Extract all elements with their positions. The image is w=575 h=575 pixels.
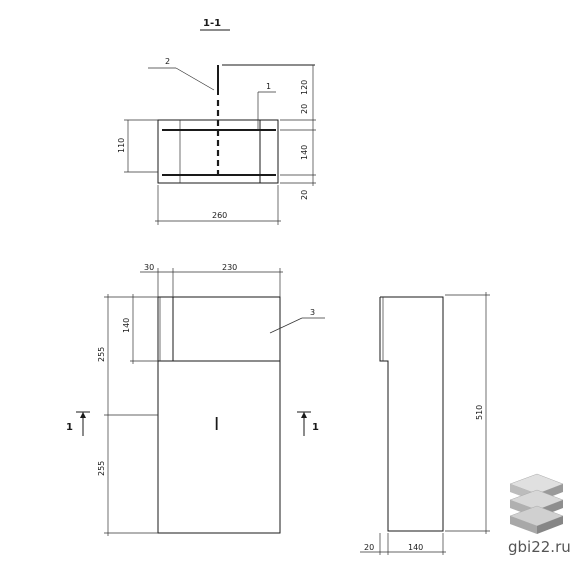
leader-2 — [175, 67, 215, 91]
dim-20-side: 20 — [364, 543, 374, 552]
front-view: 30 230 140 255 255 3 I 1 1 — [66, 263, 325, 536]
watermark-text: gbi22.ru — [508, 538, 571, 556]
callout-1: 1 — [266, 82, 271, 91]
dim-510: 510 — [475, 405, 484, 420]
callout-3: 3 — [310, 308, 315, 317]
dim-140-side: 140 — [408, 543, 423, 552]
dim-140: 140 — [300, 145, 309, 160]
dim-20-top: 20 — [300, 104, 309, 114]
dim-255-top: 255 — [97, 347, 106, 362]
cut-arrow-left — [80, 412, 86, 418]
cut-label-left: 1 — [66, 422, 73, 433]
side-view: 510 20 140 — [360, 292, 490, 555]
watermark: gbi22.ru — [508, 473, 571, 556]
dim-230: 230 — [222, 263, 237, 272]
watermark-logo-icon — [509, 473, 564, 534]
side-outline — [379, 296, 444, 532]
dim-255-bottom: 255 — [97, 461, 106, 476]
section-title: 1-1 — [203, 18, 221, 29]
dim-110: 110 — [117, 138, 126, 153]
front-recess — [157, 296, 281, 362]
dim-260: 260 — [212, 211, 227, 220]
leader-3 — [269, 317, 303, 334]
dim-120: 120 — [300, 80, 309, 95]
center-mark: I — [214, 414, 219, 435]
dim-140-front: 140 — [122, 318, 131, 333]
callout-2: 2 — [165, 57, 170, 66]
cut-arrow-right — [301, 412, 307, 418]
cut-label-right: 1 — [312, 422, 319, 433]
section-view: 1-1 2 1 120 20 140 20 110 — [117, 18, 316, 225]
dim-30: 30 — [144, 263, 154, 272]
dim-20-bottom: 20 — [300, 190, 309, 200]
